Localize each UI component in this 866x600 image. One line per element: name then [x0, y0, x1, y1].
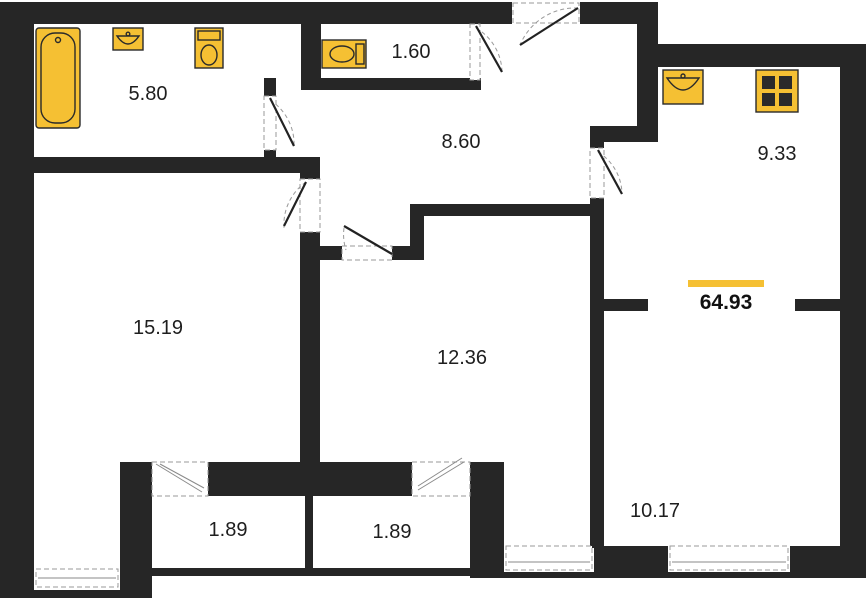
wall-kitchen-hall-stub: [590, 126, 604, 148]
wall-bottom-strip: [504, 572, 594, 578]
wall-hall-step: [410, 204, 424, 260]
wall-kitchen-left: [590, 198, 604, 548]
wall-hall-bottom-right: [410, 204, 604, 216]
wall-outer-right: [840, 44, 866, 578]
wall-balcony-bottom: [152, 568, 470, 576]
room-area-bedroom-middle: 12.36: [437, 347, 487, 369]
bedroom-middle-door: [341, 225, 393, 261]
wall-hall-bottom-left: [300, 246, 342, 260]
washbasin-icon: [112, 27, 144, 51]
window-bottom-right: [669, 545, 789, 571]
wall-kitchen-top: [637, 44, 863, 67]
doors: [151, 2, 623, 497]
wall-kitchen-hall-top: [590, 126, 658, 142]
wall-top-left: [0, 2, 512, 24]
wall-bottom-right: [790, 546, 866, 578]
wall-balcony-right: [470, 462, 504, 578]
wall-bath-toilet: [301, 24, 321, 82]
room-area-toilet: 1.60: [392, 41, 431, 63]
balcony-left-door: [151, 461, 209, 497]
wall-bottom-left: [34, 590, 120, 598]
window-bottom-left: [35, 568, 119, 588]
room-area-living-zone: 10.17: [630, 500, 680, 522]
bathtub-icon: [35, 27, 81, 129]
wall-bath-stub-top: [264, 78, 276, 96]
wall-outer-left: [0, 2, 34, 598]
bathroom-door: [263, 95, 295, 151]
wall-zone-right: [795, 299, 842, 311]
wall-bottom-window-strip: [668, 572, 790, 578]
window-bottom-middle: [505, 545, 593, 571]
room-area-balcony-left: 1.89: [209, 519, 248, 541]
room-area-bathroom: 5.80: [129, 83, 168, 105]
toilet-icon: [194, 27, 224, 69]
bedroom-left-door: [283, 178, 321, 233]
wall-bedroom-divider: [300, 232, 320, 496]
wall-hall-left-stub: [300, 157, 320, 179]
total-area: 64.93: [700, 291, 753, 314]
wall-toilet-bottom: [301, 78, 481, 90]
room-area-kitchen: 9.33: [758, 143, 797, 165]
balcony-right-door: [411, 457, 471, 497]
wall-bath-bottom: [34, 157, 320, 173]
kitchen-sink-icon: [662, 69, 704, 105]
total-area-accent-bar: [688, 280, 764, 287]
wall-zone-left: [600, 299, 648, 311]
wall-balcony-top: [208, 462, 412, 496]
stove-icon: [755, 69, 799, 113]
wall-bath-stub-bottom: [264, 150, 276, 173]
windows: [35, 545, 789, 588]
kitchen-door: [589, 147, 623, 199]
room-area-balcony-right: 1.89: [373, 521, 412, 543]
toilet-icon-small: [321, 39, 367, 69]
entrance-door: [512, 2, 580, 46]
wall-balcony-left: [120, 462, 152, 598]
room-area-bedroom-left: 15.19: [133, 317, 183, 339]
room-area-hallway: 8.60: [442, 131, 481, 153]
toilet-door: [469, 23, 503, 81]
wall-bottom-mid: [594, 546, 668, 578]
wall-balcony-divider: [305, 496, 313, 572]
